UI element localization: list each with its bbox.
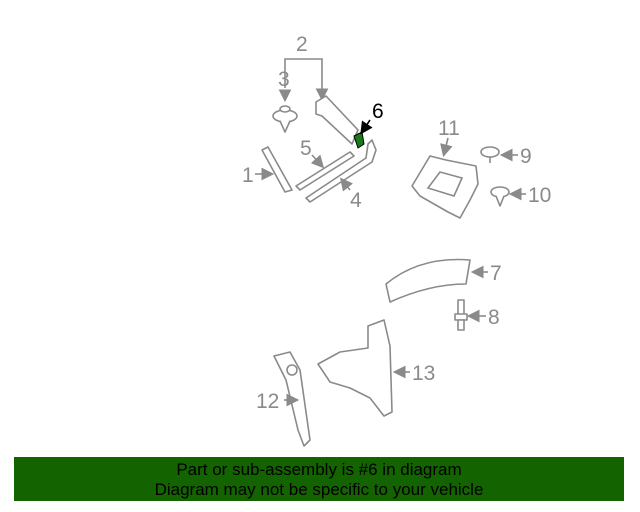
part-4[interactable]: 4	[305, 139, 377, 212]
part-7[interactable]: 7	[385, 258, 502, 303]
banner-line-part: Part or sub-assembly is #6 in diagram	[176, 460, 462, 479]
part-3[interactable]: 3	[272, 68, 298, 133]
svg-text:5: 5	[300, 137, 312, 160]
part-6-highlighted[interactable]: 6	[353, 100, 384, 149]
part-12[interactable]: 12	[256, 351, 311, 447]
part-9[interactable]: 9	[480, 145, 532, 168]
svg-text:13: 13	[412, 362, 435, 385]
part-10[interactable]: 10	[490, 184, 551, 207]
svg-text:6: 6	[372, 100, 384, 123]
part-5[interactable]: 5	[295, 137, 355, 191]
part-1[interactable]: 1	[242, 146, 293, 193]
svg-text:7: 7	[490, 262, 502, 285]
svg-text:8: 8	[488, 306, 500, 329]
info-banner: Part or sub-assembly is #6 in diagram Di…	[14, 457, 624, 501]
svg-text:12: 12	[256, 390, 279, 413]
part-2[interactable]: 2	[284, 33, 359, 145]
svg-text:2: 2	[296, 33, 308, 56]
svg-text:4: 4	[350, 189, 362, 212]
svg-text:11: 11	[438, 117, 460, 140]
svg-text:3: 3	[278, 68, 290, 91]
part-8[interactable]: 8	[454, 299, 500, 331]
svg-text:10: 10	[528, 184, 551, 207]
svg-text:9: 9	[520, 145, 532, 168]
svg-text:1: 1	[242, 164, 254, 187]
banner-line-disclaimer: Diagram may not be specific to your vehi…	[154, 480, 484, 499]
part-11[interactable]: 11	[411, 117, 479, 219]
part-13[interactable]: 13	[317, 319, 435, 417]
